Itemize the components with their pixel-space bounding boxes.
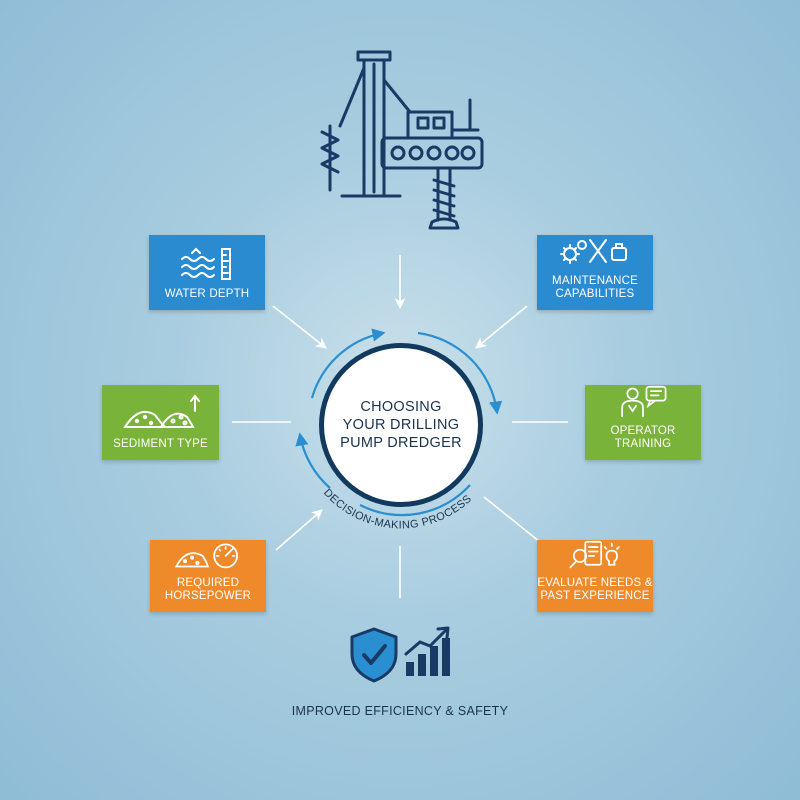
factor-water-depth-label: WATER DEPTH (164, 288, 250, 300)
growth-chart-icon (404, 626, 450, 676)
gauge-icon (174, 543, 238, 569)
arrow-horsepower (275, 509, 323, 551)
outcome-label: IMPROVED EFFICIENCY & SAFETY (291, 704, 509, 718)
center-title: CHOOSING YOUR DRILLING PUMP DREDGER (340, 399, 462, 451)
factor-sediment: SEDIMENT TYPE (102, 385, 219, 460)
decision-ring (295, 328, 503, 517)
factor-operator: OPERATOR TRAINING (585, 385, 701, 460)
arrow-evaluate (483, 496, 541, 543)
center-circle: CHOOSING YOUR DRILLING PUMP DREDGER (319, 343, 483, 507)
water-depth-icon (181, 247, 231, 280)
factor-maintenance: MAINTENANCE CAPABILITIES (537, 235, 653, 310)
factor-maintenance-label: MAINTENANCE CAPABILITIES (552, 275, 638, 300)
operator-icon (621, 385, 667, 418)
factor-sediment-label: SEDIMENT TYPE (113, 438, 208, 450)
arrow-maintenance (475, 305, 528, 349)
tools-icon (560, 239, 627, 264)
factor-evaluate: EVALUATE NEEDS & PAST EXPERIENCE (537, 540, 653, 612)
arrow-water-depth (272, 305, 327, 349)
factor-horsepower-label: REQUIRED HORSEPOWER (164, 577, 252, 602)
factor-evaluate-label: EVALUATE NEEDS & PAST EXPERIENCE (537, 577, 653, 602)
factor-water-depth: WATER DEPTH (149, 235, 265, 310)
sediment-icon (122, 394, 200, 428)
dredger-icon (320, 50, 484, 230)
evaluate-icon (569, 540, 620, 569)
factor-operator-label: OPERATOR TRAINING (610, 425, 676, 450)
factor-horsepower: REQUIRED HORSEPOWER (150, 540, 266, 612)
shield-check-icon (350, 627, 398, 683)
